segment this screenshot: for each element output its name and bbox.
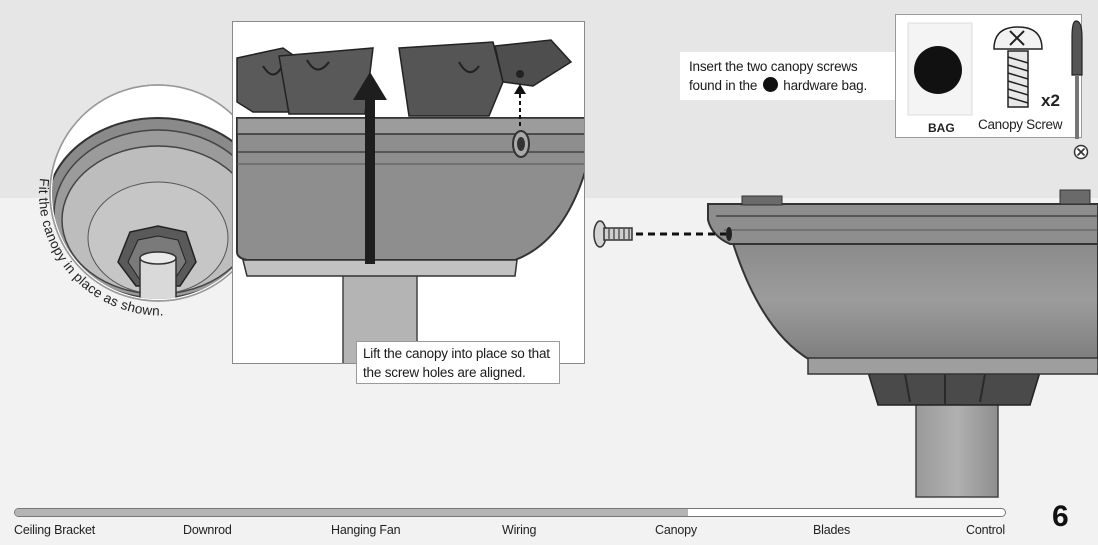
quantity-label: x2 bbox=[1041, 91, 1060, 110]
page-number: 6 bbox=[1052, 500, 1069, 533]
canopy-rim bbox=[707, 203, 1098, 245]
fit-canopy-caption: Fit the canopy in place as shown. bbox=[36, 178, 164, 319]
hardware-box bbox=[895, 14, 1083, 139]
insert-callout-before: found in the bbox=[689, 78, 758, 93]
phillips-screwdriver-icon bbox=[1071, 20, 1083, 139]
hardware-bag-icon bbox=[907, 22, 973, 116]
canopy-screw-part-icon bbox=[993, 26, 1043, 108]
bag-dot-icon bbox=[762, 77, 778, 92]
insert-callout-line1: Insert the two canopy screws bbox=[689, 59, 858, 74]
canopy-bowl bbox=[730, 239, 1098, 361]
insert-callout-after: hardware bag. bbox=[783, 78, 868, 93]
step-control: Control bbox=[966, 523, 1005, 537]
canopy-zoom-detail bbox=[49, 84, 267, 302]
downrod-coupler bbox=[866, 371, 1042, 406]
lift-callout-line2: the screw holes are aligned. bbox=[363, 365, 526, 380]
lift-canopy-callout: Lift the canopy into place so that the s… bbox=[356, 341, 560, 384]
downrod bbox=[915, 399, 999, 498]
canopy-screw-label: Canopy Screw bbox=[978, 117, 1063, 132]
step-blades: Blades bbox=[813, 523, 851, 537]
hardware-illustration bbox=[907, 20, 1083, 139]
screw-hole bbox=[726, 227, 732, 241]
step-ceiling-bracket: Ceiling Bracket bbox=[14, 523, 96, 537]
step-canopy: Canopy bbox=[655, 523, 697, 537]
step-hanging-fan: Hanging Fan bbox=[331, 523, 401, 537]
insert-callout-line2: found in the hardware bag. bbox=[689, 76, 886, 95]
step-downrod: Downrod bbox=[183, 523, 232, 537]
step-wiring: Wiring bbox=[502, 523, 537, 537]
canopy-screw-icon bbox=[593, 220, 633, 248]
curved-caption-container: Fit the canopy in place as shown. bbox=[36, 178, 164, 319]
bag-label: BAG bbox=[928, 121, 955, 135]
progress-bar bbox=[14, 508, 1006, 517]
phillips-head-symbol-icon bbox=[1073, 144, 1089, 160]
insert-screws-callout: Insert the two canopy screws found in th… bbox=[680, 52, 895, 100]
progress-fill bbox=[15, 509, 689, 516]
lift-callout-line1: Lift the canopy into place so that bbox=[363, 346, 550, 361]
